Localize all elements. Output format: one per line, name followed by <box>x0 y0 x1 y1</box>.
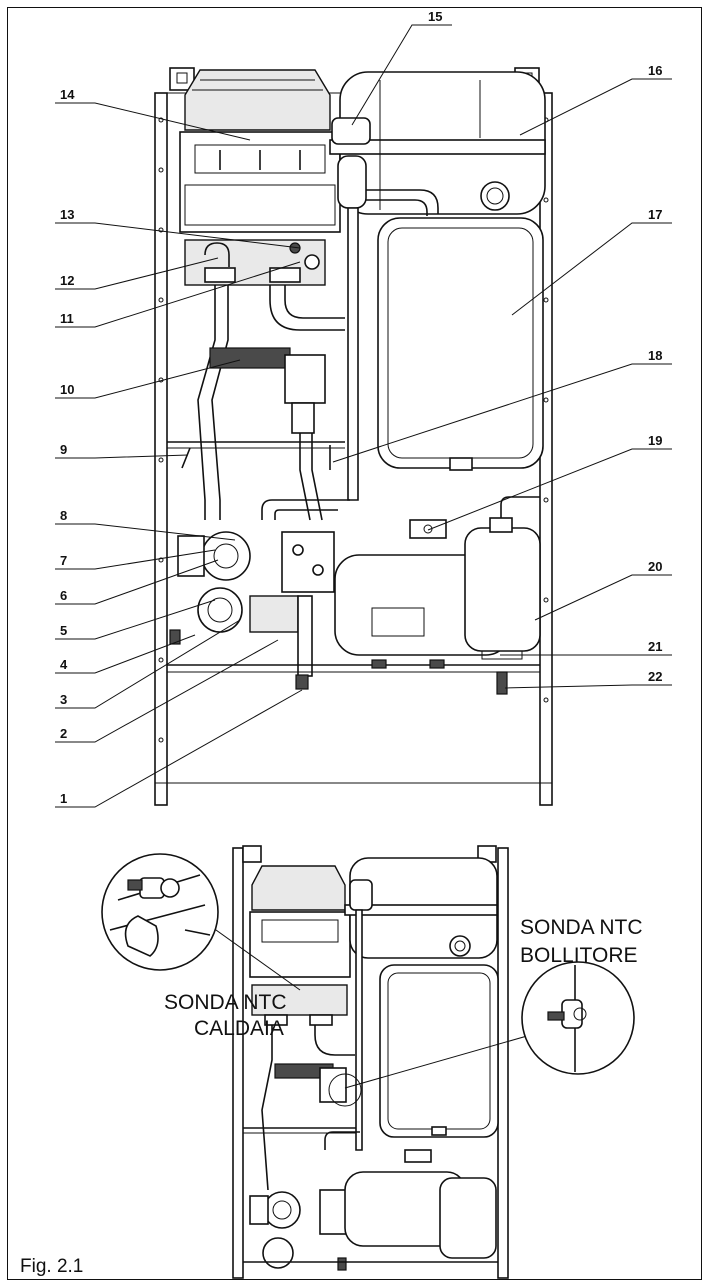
drain-tap <box>496 671 508 695</box>
callout-12: 12 <box>60 273 74 288</box>
callout-22: 22 <box>648 669 662 684</box>
callout-21: 21 <box>648 639 662 654</box>
callout-5: 5 <box>60 623 67 638</box>
flue-hood <box>184 69 331 131</box>
tank-probe-label-line1: SONDA NTC <box>520 916 643 939</box>
main-unit-drawing <box>154 67 553 806</box>
probe-detail-drawing <box>101 845 635 1279</box>
inlet-fitting <box>295 674 309 690</box>
three-way-valve <box>281 531 335 593</box>
callout-labels: 1 2 3 4 5 6 7 8 9 10 11 12 13 14 15 16 1… <box>60 9 662 806</box>
callout-8: 8 <box>60 508 67 523</box>
boiler-probe-label-line2: CALDAIA <box>194 1017 284 1040</box>
callout-9: 9 <box>60 442 67 457</box>
callout-3: 3 <box>60 692 67 707</box>
boiler-probe-label-line1: SONDA NTC <box>164 991 287 1014</box>
boiler-probe-detail <box>101 853 219 971</box>
expansion-vessel <box>377 217 544 469</box>
callout-4: 4 <box>60 657 68 672</box>
combustion-chamber <box>179 131 341 233</box>
callout-17: 17 <box>648 207 662 222</box>
callout-leaders <box>55 24 672 808</box>
callout-15: 15 <box>428 9 442 24</box>
callout-10: 10 <box>60 382 74 397</box>
figure-caption: Fig. 2.1 <box>20 1256 83 1277</box>
callout-11: 11 <box>60 311 74 326</box>
callout-6: 6 <box>60 588 67 603</box>
callout-18: 18 <box>648 348 662 363</box>
callout-19: 19 <box>648 433 662 448</box>
dhw-expansion-vessel <box>464 527 541 652</box>
fan-unit <box>197 587 243 633</box>
tank-band <box>329 139 546 155</box>
callout-14: 14 <box>60 87 75 102</box>
tank-connector <box>331 117 371 145</box>
tank-probe-label-line2: BOLLITORE <box>520 944 638 967</box>
left-frame-rail <box>154 92 168 806</box>
callout-16: 16 <box>648 63 662 78</box>
figure-frame <box>7 7 702 1280</box>
callout-20: 20 <box>648 559 662 574</box>
gas-valve <box>284 354 326 404</box>
callout-1: 1 <box>60 791 67 806</box>
callout-7: 7 <box>60 553 67 568</box>
callout-2: 2 <box>60 726 67 741</box>
callout-13: 13 <box>60 207 74 222</box>
